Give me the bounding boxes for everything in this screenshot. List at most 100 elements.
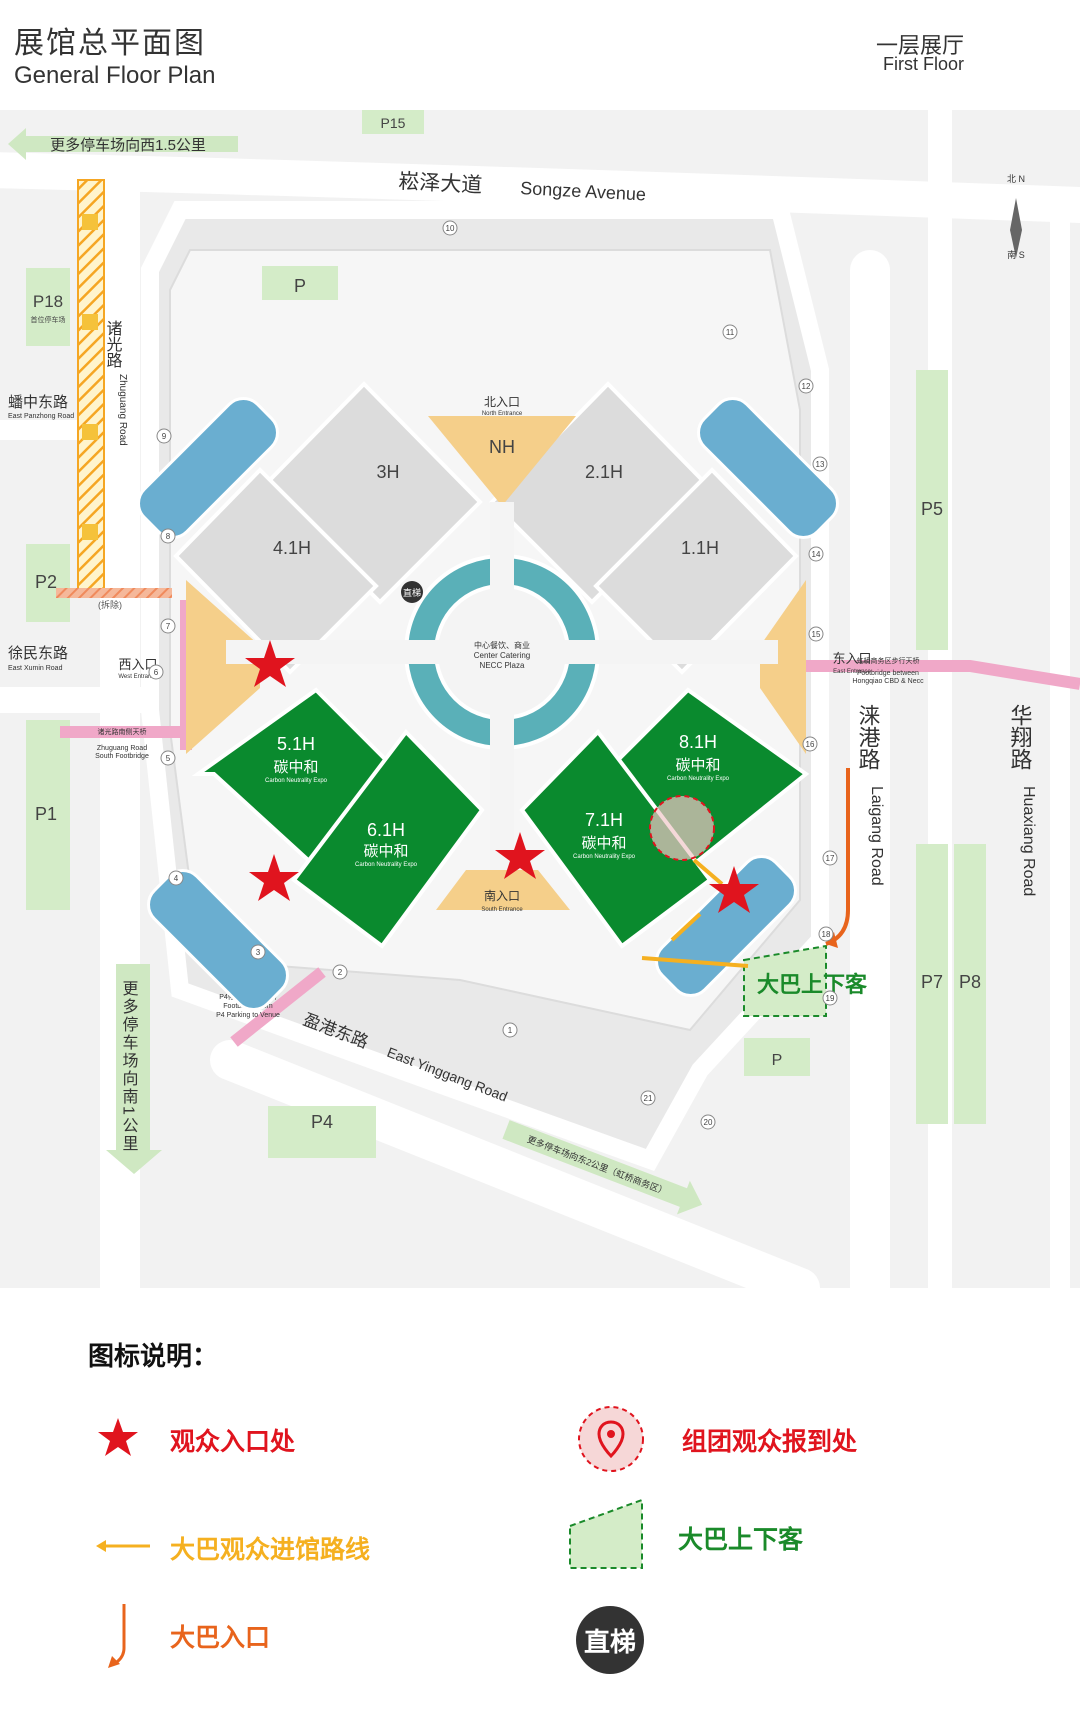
svg-text:6.1H: 6.1H xyxy=(367,820,405,840)
gate-number-20: 20 xyxy=(704,1118,713,1127)
gate-number-4: 4 xyxy=(174,874,179,883)
hq-bridge-en1: Footbridge between xyxy=(857,670,919,677)
gate-marker-2 xyxy=(332,964,348,980)
xumin-road-cn: 徐民东路 xyxy=(8,645,68,662)
legend-label-entrance: 观众入口处 xyxy=(170,1428,296,1456)
gate-number-9: 9 xyxy=(162,432,167,441)
entrance-stars xyxy=(245,640,759,913)
elevator-marker xyxy=(401,581,423,603)
hall-7-1h-labels: 7.1H 碳中和 Carbon Neutrality Expo xyxy=(573,810,636,860)
star-south xyxy=(495,832,545,879)
parking-p-se: P xyxy=(772,1052,783,1069)
west-parking-arrow: 更多停车场向西1.5公里 xyxy=(8,128,238,160)
svg-text:Carbon Neutrality Expo: Carbon Neutrality Expo xyxy=(355,862,418,868)
svg-text:南 S: 南 S xyxy=(1007,249,1025,260)
svg-text:8.1H: 8.1H xyxy=(679,732,717,752)
zhuguang-road-en: Zhuguang Road xyxy=(117,374,128,446)
entrance-plazas xyxy=(186,416,806,910)
gate-number-5: 5 xyxy=(166,754,171,763)
zhuguang-bridge-en1: Zhuguang Road xyxy=(97,745,147,752)
worker-icons xyxy=(82,214,98,540)
hall-8-1h-labels: 8.1H 碳中和 Carbon Neutrality Expo xyxy=(667,732,730,782)
gate-number-10: 10 xyxy=(446,224,455,233)
gate-number-15: 15 xyxy=(812,630,821,639)
gate-marker-7 xyxy=(160,618,176,634)
gate-number-1: 1 xyxy=(508,1026,513,1035)
gate-number-13: 13 xyxy=(816,460,825,469)
gate-marker-21 xyxy=(640,1090,656,1106)
halls-green xyxy=(191,687,810,949)
gate-marker-9 xyxy=(156,428,172,444)
gate-number-21: 21 xyxy=(644,1094,653,1103)
parking-p18-sub: 首位停车场 xyxy=(31,315,66,324)
gate-number-12: 12 xyxy=(802,382,811,391)
gate-marker-13 xyxy=(812,456,828,472)
xumin-road-en: East Xumin Road xyxy=(8,665,63,672)
gate-number-11: 11 xyxy=(726,328,735,337)
gate-marker-10 xyxy=(442,220,458,236)
legend-label-bus-zone: 大巴上下客 xyxy=(678,1526,804,1554)
construction-bar xyxy=(56,588,172,598)
page-title: 展馆总平面图 xyxy=(14,27,206,60)
floor-label-en: First Floor xyxy=(883,54,964,74)
svg-text:北 N: 北 N xyxy=(1007,174,1025,184)
svg-text:5.1H: 5.1H xyxy=(277,734,315,754)
star-se xyxy=(709,866,759,913)
east-entrance-cn: 东入口 xyxy=(832,651,871,666)
legend-bus-zone-icon xyxy=(569,1498,643,1569)
west-entrance-en: West Entrance xyxy=(118,674,158,680)
gate-number-6: 6 xyxy=(154,668,159,677)
gate-number-2: 2 xyxy=(338,968,343,977)
legend-elevator-icon-text: 直梯 xyxy=(583,1626,636,1657)
parking-p2: P2 xyxy=(35,572,57,592)
gate-number-18: 18 xyxy=(822,930,831,939)
center-plaza-cn: 中心餐饮、商业 xyxy=(474,640,530,650)
gate-number-17: 17 xyxy=(826,854,835,863)
floor-label: 一层展厅 xyxy=(875,33,964,58)
legend-checkin-icon xyxy=(578,1406,644,1472)
hq-bridge-en2: Hongqiao CBD & Necc xyxy=(852,678,924,685)
huaxiang-road-cn: 华翔路 xyxy=(1008,704,1033,770)
gate-marker-18 xyxy=(818,926,834,942)
south-entrance-cn: 南入口 xyxy=(484,888,520,903)
page-subtitle: General Floor Plan xyxy=(14,62,216,89)
legend-star-icon xyxy=(98,1418,138,1456)
gate-marker-15 xyxy=(808,626,824,642)
parking-p18: P18 xyxy=(33,292,63,311)
svg-text:7.1H: 7.1H xyxy=(585,810,623,830)
gate-marker-16 xyxy=(802,736,818,752)
hall-nh: NH xyxy=(489,437,515,457)
legend-label-route: 大巴观众进馆路线 xyxy=(170,1536,371,1564)
hall-5-1h-labels: 5.1H 碳中和 Carbon Neutrality Expo xyxy=(265,734,328,784)
svg-text:碳中和: 碳中和 xyxy=(675,757,720,774)
p4-bridge-en2: P4 Parking to Venue xyxy=(216,1012,280,1019)
north-entrance-cn: 北入口 xyxy=(484,395,520,409)
gate-number-14: 14 xyxy=(812,550,821,559)
svg-text:碳中和: 碳中和 xyxy=(273,759,318,776)
bus-zone xyxy=(743,944,827,1017)
west-entrance-cn: 西入口 xyxy=(118,657,157,672)
star-west xyxy=(245,640,295,687)
parking-p5: P5 xyxy=(921,499,943,519)
legend-label-checkin: 组团观众报到处 xyxy=(682,1428,858,1456)
parking-p: P xyxy=(294,276,306,296)
center-hub xyxy=(226,502,778,870)
hall-1-1h: 1.1H xyxy=(681,538,719,558)
legend-label-bus-entrance: 大巴入口 xyxy=(170,1624,271,1652)
south-entrance-en: South Entrance xyxy=(481,907,523,913)
parking-areas xyxy=(26,110,986,1158)
panzhong-road-cn: 蟠中东路 xyxy=(8,394,68,411)
gate-marker-1 xyxy=(502,1022,518,1038)
svg-text:Carbon Neutrality Expo: Carbon Neutrality Expo xyxy=(667,776,730,782)
gate-number-8: 8 xyxy=(166,532,171,541)
bus-entrance-arrowhead xyxy=(826,932,838,948)
legend-title: 图标说明： xyxy=(88,1341,219,1371)
star-sw xyxy=(249,854,299,901)
zhuguang-road-cn: 诸光路 xyxy=(104,320,123,368)
svg-text:Carbon Neutrality Expo: Carbon Neutrality Expo xyxy=(265,778,328,784)
east-entrance-en: East Entrance xyxy=(833,669,871,675)
center-plaza-en1: Center Catering xyxy=(474,651,530,660)
parking-p15: P15 xyxy=(381,115,406,131)
huaxiang-road-en: Huaxiang Road xyxy=(1020,786,1037,896)
